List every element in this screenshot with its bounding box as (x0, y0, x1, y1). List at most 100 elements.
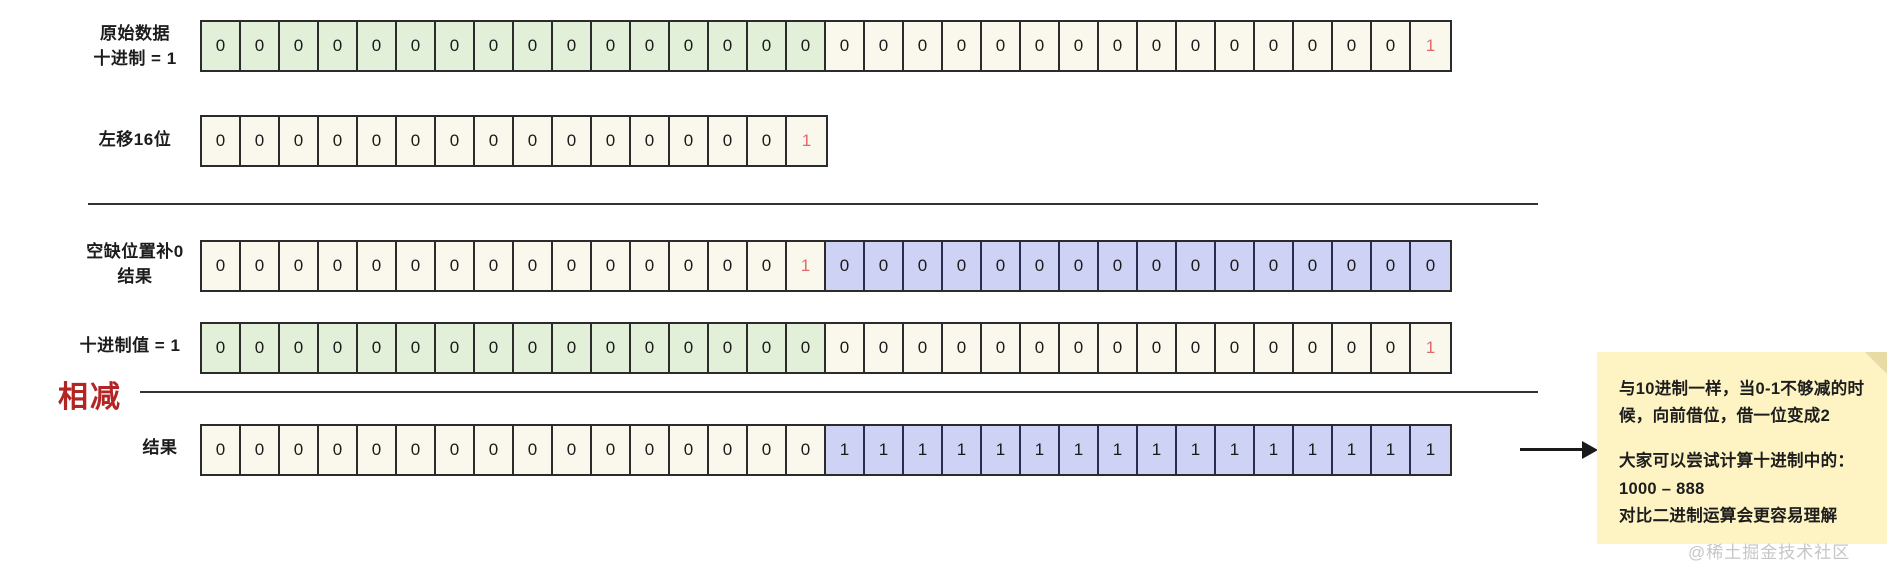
bit-cell: 0 (1255, 22, 1294, 70)
bit-cell: 0 (1099, 22, 1138, 70)
bit-cell: 0 (865, 242, 904, 290)
section-divider (88, 203, 1538, 205)
bit-cell: 0 (436, 324, 475, 372)
bit-cell: 0 (202, 22, 241, 70)
bit-cell: 0 (514, 117, 553, 165)
bit-cell: 0 (631, 242, 670, 290)
bit-cell: 0 (514, 22, 553, 70)
bit-cell: 0 (826, 324, 865, 372)
bit-cell: 0 (436, 22, 475, 70)
bit-cell: 0 (1021, 22, 1060, 70)
bit-cell: 0 (202, 324, 241, 372)
bit-cell: 0 (436, 242, 475, 290)
bit-cell: 0 (1099, 242, 1138, 290)
bit-cell: 0 (358, 242, 397, 290)
bit-cell: 0 (553, 324, 592, 372)
bit-cell: 0 (1333, 324, 1372, 372)
bit-cell: 0 (904, 22, 943, 70)
bit-cell: 1 (943, 426, 982, 474)
bit-cell: 0 (319, 324, 358, 372)
row-label-decimal-value: 十进制值 = 1 (79, 336, 181, 355)
bit-cell: 0 (202, 242, 241, 290)
bit-cell: 1 (1255, 426, 1294, 474)
bit-cell: 0 (1255, 242, 1294, 290)
annotation-note: 与10进制一样，当0-1不够减的时 候，向前借位，借一位变成2 大家可以尝试计算… (1597, 352, 1887, 544)
bit-cell: 1 (826, 426, 865, 474)
bit-cell: 0 (670, 22, 709, 70)
bit-cell: 0 (241, 426, 280, 474)
bit-cell: 0 (748, 117, 787, 165)
bit-cell: 0 (241, 22, 280, 70)
bit-cell: 0 (553, 242, 592, 290)
bit-cell: 0 (709, 117, 748, 165)
bit-cell: 0 (202, 117, 241, 165)
bit-cell: 0 (553, 117, 592, 165)
bit-cell: 0 (1372, 324, 1411, 372)
row-label-left-shift-16: 左移16位 (98, 130, 172, 149)
bit-cell: 0 (982, 242, 1021, 290)
bit-cell: 1 (1411, 324, 1450, 372)
bit-cell: 0 (1177, 22, 1216, 70)
bit-cell: 0 (1411, 242, 1450, 290)
bit-cell: 0 (709, 324, 748, 372)
bit-cell: 1 (1099, 426, 1138, 474)
bit-cell: 0 (748, 22, 787, 70)
bit-cell: 0 (592, 426, 631, 474)
bit-cell: 0 (982, 22, 1021, 70)
bit-cell: 0 (1177, 324, 1216, 372)
bit-cell: 0 (475, 22, 514, 70)
row-label-pad-zero-result: 空缺位置补0 结果 (86, 242, 184, 286)
bit-cell: 0 (514, 426, 553, 474)
bit-cell: 0 (1060, 324, 1099, 372)
bit-cell: 0 (1177, 242, 1216, 290)
bit-cell: 0 (709, 242, 748, 290)
bit-cell: 0 (631, 426, 670, 474)
bit-cell: 0 (1216, 22, 1255, 70)
bit-cell: 0 (397, 242, 436, 290)
bit-cell: 1 (904, 426, 943, 474)
bit-cell: 0 (1372, 242, 1411, 290)
bit-cell: 0 (1060, 22, 1099, 70)
bit-cell: 0 (514, 242, 553, 290)
bit-cell: 0 (709, 426, 748, 474)
row-label-result: 结果 (142, 438, 178, 457)
bit-cell: 0 (358, 117, 397, 165)
bit-cell: 0 (865, 324, 904, 372)
bit-cell: 0 (748, 426, 787, 474)
bit-cell: 0 (631, 22, 670, 70)
note-line-2: 候，向前借位，借一位变成2 (1619, 407, 1831, 426)
bit-cell: 0 (397, 117, 436, 165)
note-line-5: 对比二进制运算会更容易理解 (1619, 506, 1838, 525)
note-line-3: 大家可以尝试计算十进制中的： (1619, 452, 1855, 471)
bit-cell: 0 (358, 324, 397, 372)
bit-cell: 0 (592, 242, 631, 290)
bit-cell: 0 (865, 22, 904, 70)
bit-cell: 1 (1411, 22, 1450, 70)
bit-cell: 0 (514, 324, 553, 372)
bit-cell: 1 (1333, 426, 1372, 474)
bit-cell: 0 (670, 242, 709, 290)
bit-cell: 1 (787, 117, 826, 165)
bit-cell: 1 (865, 426, 904, 474)
bit-cell: 1 (1216, 426, 1255, 474)
bit-cell: 1 (1060, 426, 1099, 474)
note-spacer (1619, 430, 1865, 448)
bit-cell: 0 (202, 426, 241, 474)
bit-cell: 0 (1294, 242, 1333, 290)
bit-cell: 0 (475, 426, 514, 474)
row-label-original-data: 原始数据 十进制 = 1 (93, 24, 177, 68)
note-line-4: 1000 – 888 (1619, 479, 1705, 498)
bit-cell: 0 (748, 242, 787, 290)
bit-cell: 0 (1021, 324, 1060, 372)
bit-cell: 0 (670, 117, 709, 165)
bit-cell: 0 (436, 426, 475, 474)
bit-cell: 0 (592, 22, 631, 70)
bit-cell: 0 (241, 324, 280, 372)
bit-cell: 0 (1099, 324, 1138, 372)
bit-cell: 0 (280, 22, 319, 70)
bit-cell: 0 (709, 22, 748, 70)
annotation-arrow-head (1582, 441, 1598, 459)
